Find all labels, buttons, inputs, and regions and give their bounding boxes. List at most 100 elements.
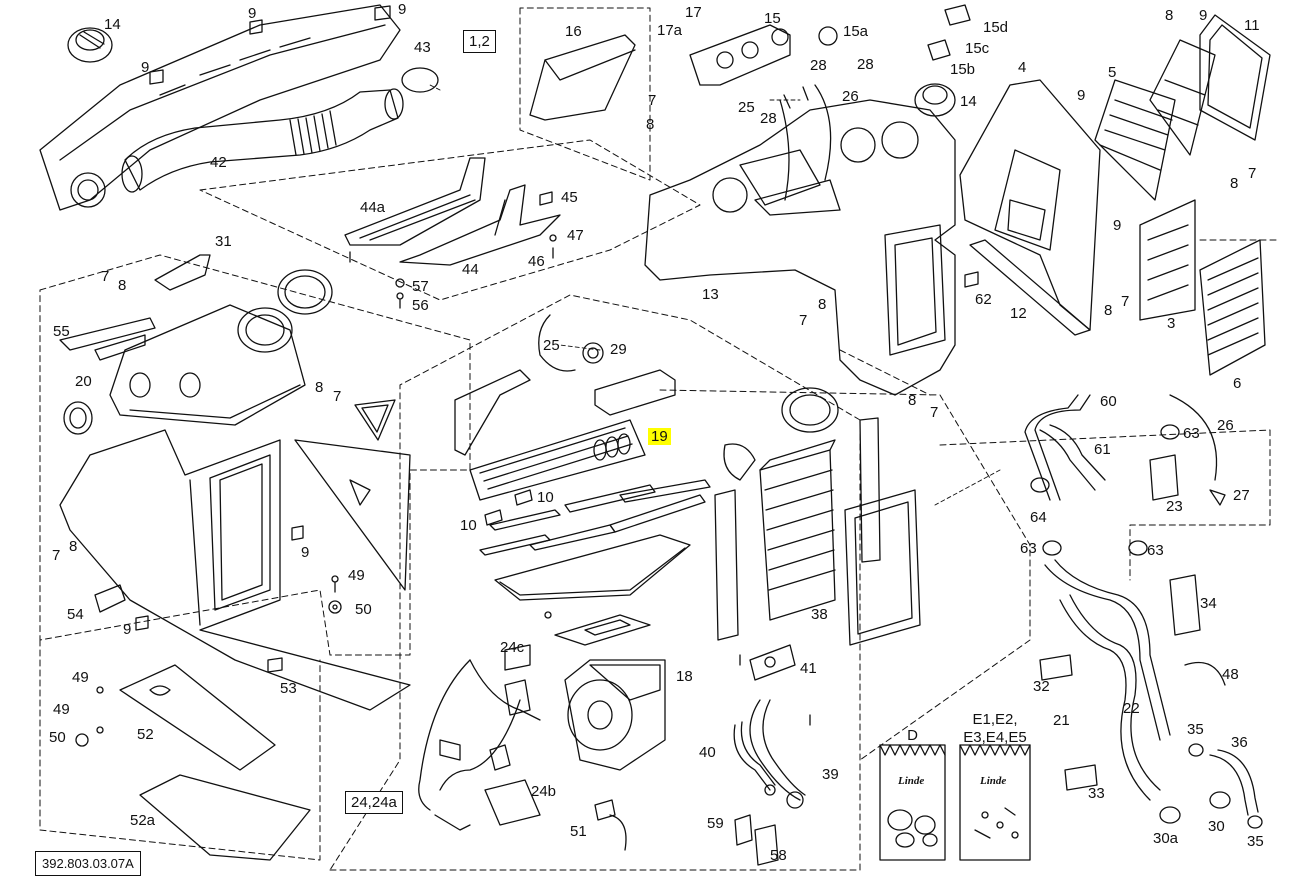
callout-20: 20 bbox=[75, 373, 92, 390]
callout-57: 57 bbox=[412, 278, 429, 295]
part-clip-62 bbox=[964, 271, 979, 288]
part-clips-9 bbox=[149, 5, 391, 85]
callout-1-2-box: 1,2 bbox=[463, 30, 496, 53]
dashboard-panel bbox=[39, 4, 401, 211]
callout-15: 15 bbox=[764, 10, 781, 27]
part-housing-20 bbox=[109, 304, 306, 426]
part-cable-26b bbox=[1169, 394, 1218, 481]
part-hoses-21-22 bbox=[1044, 559, 1171, 801]
callout-24b: 24b bbox=[531, 783, 557, 800]
callout-50b: 50 bbox=[49, 729, 66, 746]
part-frame-small bbox=[354, 399, 396, 441]
callout-48: 48 bbox=[1222, 666, 1239, 683]
part-ring-38 bbox=[781, 387, 839, 433]
callout-18: 18 bbox=[676, 668, 693, 685]
callout-30a: 30a bbox=[1153, 830, 1179, 847]
part-heat-exchanger-38 bbox=[759, 439, 836, 621]
callout-17: 17 bbox=[685, 4, 702, 21]
callout-9h: 9 bbox=[123, 621, 132, 638]
part-seals-10 bbox=[479, 479, 711, 556]
part-console-13 bbox=[644, 99, 956, 396]
callout-59: 59 bbox=[707, 815, 724, 832]
callout-54: 54 bbox=[67, 606, 84, 623]
callout-7c: 7 bbox=[101, 268, 110, 285]
callout-46: 46 bbox=[528, 253, 545, 270]
part-clamp-33 bbox=[1064, 764, 1098, 791]
dashed-group-boundaries bbox=[39, 7, 1281, 871]
callout-13: 13 bbox=[702, 286, 719, 303]
part-sensor-51 bbox=[594, 799, 616, 821]
callout-11: 11 bbox=[1244, 17, 1260, 34]
part-clamp-32 bbox=[1039, 654, 1073, 681]
callout-38: 38 bbox=[811, 606, 828, 623]
callout-6: 6 bbox=[1233, 375, 1242, 392]
callout-9c: 9 bbox=[141, 59, 150, 76]
callout-26a: 26 bbox=[842, 88, 859, 105]
callout-26b: 26 bbox=[1217, 417, 1234, 434]
callout-50a: 50 bbox=[355, 601, 372, 618]
part-clip-27 bbox=[1209, 489, 1226, 506]
callout-32: 32 bbox=[1033, 678, 1050, 695]
callout-28b: 28 bbox=[857, 56, 874, 73]
part-bracket-upper bbox=[454, 369, 531, 456]
part-valve-23 bbox=[1149, 454, 1179, 501]
callout-23: 23 bbox=[1166, 498, 1183, 515]
part-filter-5 bbox=[1094, 79, 1176, 201]
callout-44a: 44a bbox=[360, 199, 386, 216]
part-bracket-31 bbox=[154, 254, 211, 291]
part-frame-11 bbox=[1199, 14, 1271, 141]
part-blower-18 bbox=[564, 659, 666, 771]
callout-7e: 7 bbox=[799, 312, 808, 329]
callout-8b: 8 bbox=[646, 116, 655, 133]
callout-17a: 17a bbox=[657, 22, 683, 39]
callout-41: 41 bbox=[800, 660, 817, 677]
callout-29: 29 bbox=[610, 341, 627, 358]
part-knob-15a bbox=[818, 26, 838, 46]
part-control-panel-15 bbox=[689, 24, 791, 86]
part-strip-left bbox=[714, 489, 739, 641]
part-clamp-63a bbox=[1160, 424, 1180, 440]
callout-21: 21 bbox=[1053, 712, 1070, 729]
callout-33: 33 bbox=[1088, 785, 1105, 802]
callout-62: 62 bbox=[975, 291, 992, 308]
part-side-panel bbox=[294, 439, 411, 591]
callout-8c: 8 bbox=[1230, 175, 1239, 192]
part-ring-29 bbox=[582, 342, 604, 364]
part-grille-frame bbox=[1149, 39, 1216, 156]
callout-7d: 7 bbox=[1121, 293, 1130, 310]
callout-4: 4 bbox=[1018, 59, 1027, 76]
callout-3: 3 bbox=[1167, 315, 1176, 332]
part-valve-41 bbox=[739, 644, 811, 726]
callout-10b: 10 bbox=[460, 517, 477, 534]
callout-7b: 7 bbox=[1248, 165, 1257, 182]
callout-12: 12 bbox=[1010, 305, 1027, 322]
callout-5: 5 bbox=[1108, 64, 1117, 81]
part-clamp-63b bbox=[1042, 540, 1062, 556]
drawing-number: 392.803.03.07A bbox=[35, 851, 141, 876]
part-cable-25b bbox=[538, 314, 576, 372]
part-frame-right bbox=[844, 489, 921, 646]
callout-36: 36 bbox=[1231, 734, 1248, 751]
callout-63b: 63 bbox=[1020, 540, 1037, 557]
part-clamp-63c bbox=[1128, 540, 1148, 556]
part-switch-15b bbox=[927, 39, 951, 61]
callout-30: 30 bbox=[1208, 818, 1225, 835]
callout-49b: 49 bbox=[72, 669, 89, 686]
callout-63c: 63 bbox=[1147, 542, 1164, 559]
part-wiring-harness-24 bbox=[418, 644, 541, 831]
part-clamp-30a bbox=[1159, 806, 1181, 824]
callout-8d: 8 bbox=[118, 277, 127, 294]
callout-58: 58 bbox=[770, 847, 787, 864]
callout-15c: 15c bbox=[965, 40, 990, 57]
part-strip-12 bbox=[969, 239, 1091, 336]
kit-d-title: D bbox=[907, 727, 918, 744]
callout-8a: 8 bbox=[1165, 7, 1174, 24]
callout-8i: 8 bbox=[69, 538, 78, 555]
part-hoses-39-40 bbox=[733, 699, 806, 809]
callout-15a: 15a bbox=[843, 23, 869, 40]
part-pipe-54 bbox=[94, 584, 126, 613]
part-hoses-60-61 bbox=[1024, 394, 1106, 501]
callout-24-24a-box: 24,24a bbox=[345, 791, 403, 814]
callout-43: 43 bbox=[414, 39, 431, 56]
callout-28a: 28 bbox=[810, 57, 827, 74]
